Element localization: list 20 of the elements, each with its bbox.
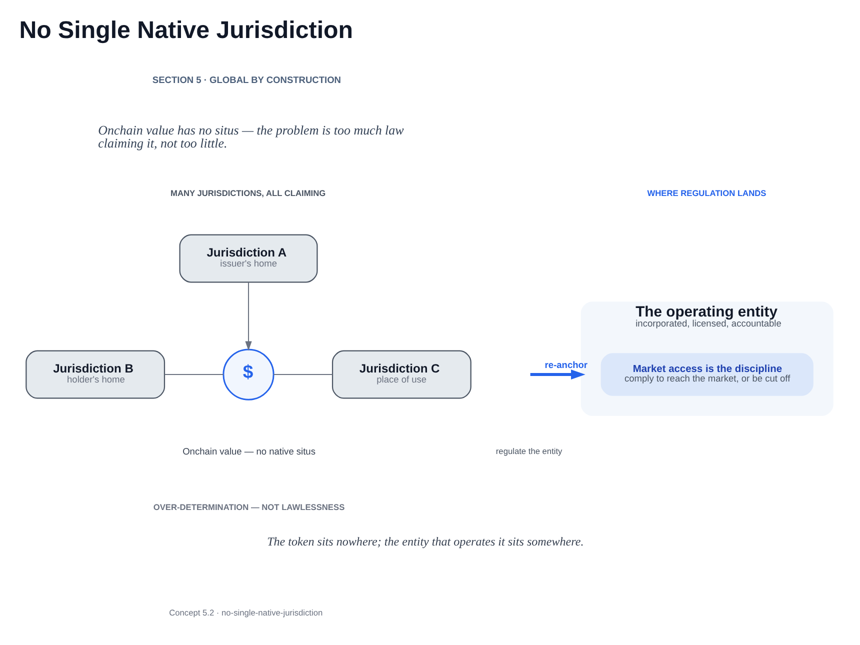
label: Concept 5.2 · no-single-native-jurisdiction [169, 607, 323, 618]
node-circle: $ [222, 348, 274, 400]
connector [164, 374, 224, 375]
node-box: Jurisdiction B holder's home [26, 350, 166, 398]
node-box: Jurisdiction C place of use [332, 350, 472, 398]
node-box: Jurisdiction A issuer's home [179, 234, 318, 282]
node-box: Market access is the discipline comply to reach the market, or be cut off [600, 352, 814, 396]
label: regulate the entity [496, 446, 562, 456]
edge-label: re-anchor [544, 360, 588, 370]
label: SECTION 5 · GLOBAL BY CONSTRUCTION [152, 74, 342, 85]
arrow [245, 282, 252, 350]
label: Onchain value — no native situs [182, 446, 316, 456]
label: WHERE REGULATION LANDS [647, 188, 766, 198]
arrow [530, 369, 586, 380]
caption: The token sits nowhere; the entity that operates it sits somewhere. [267, 534, 584, 548]
connector [274, 374, 332, 375]
label: MANY JURISDICTIONS, ALL CLAIMING [170, 188, 326, 198]
label: OVER-DETERMINATION — NOT LAWLESSNESS [153, 501, 345, 512]
diagram-title: No Single Native Jurisdiction [19, 16, 353, 44]
label: Onchain value has no situs — the problem is too much law claiming it, not too little. [98, 122, 404, 150]
